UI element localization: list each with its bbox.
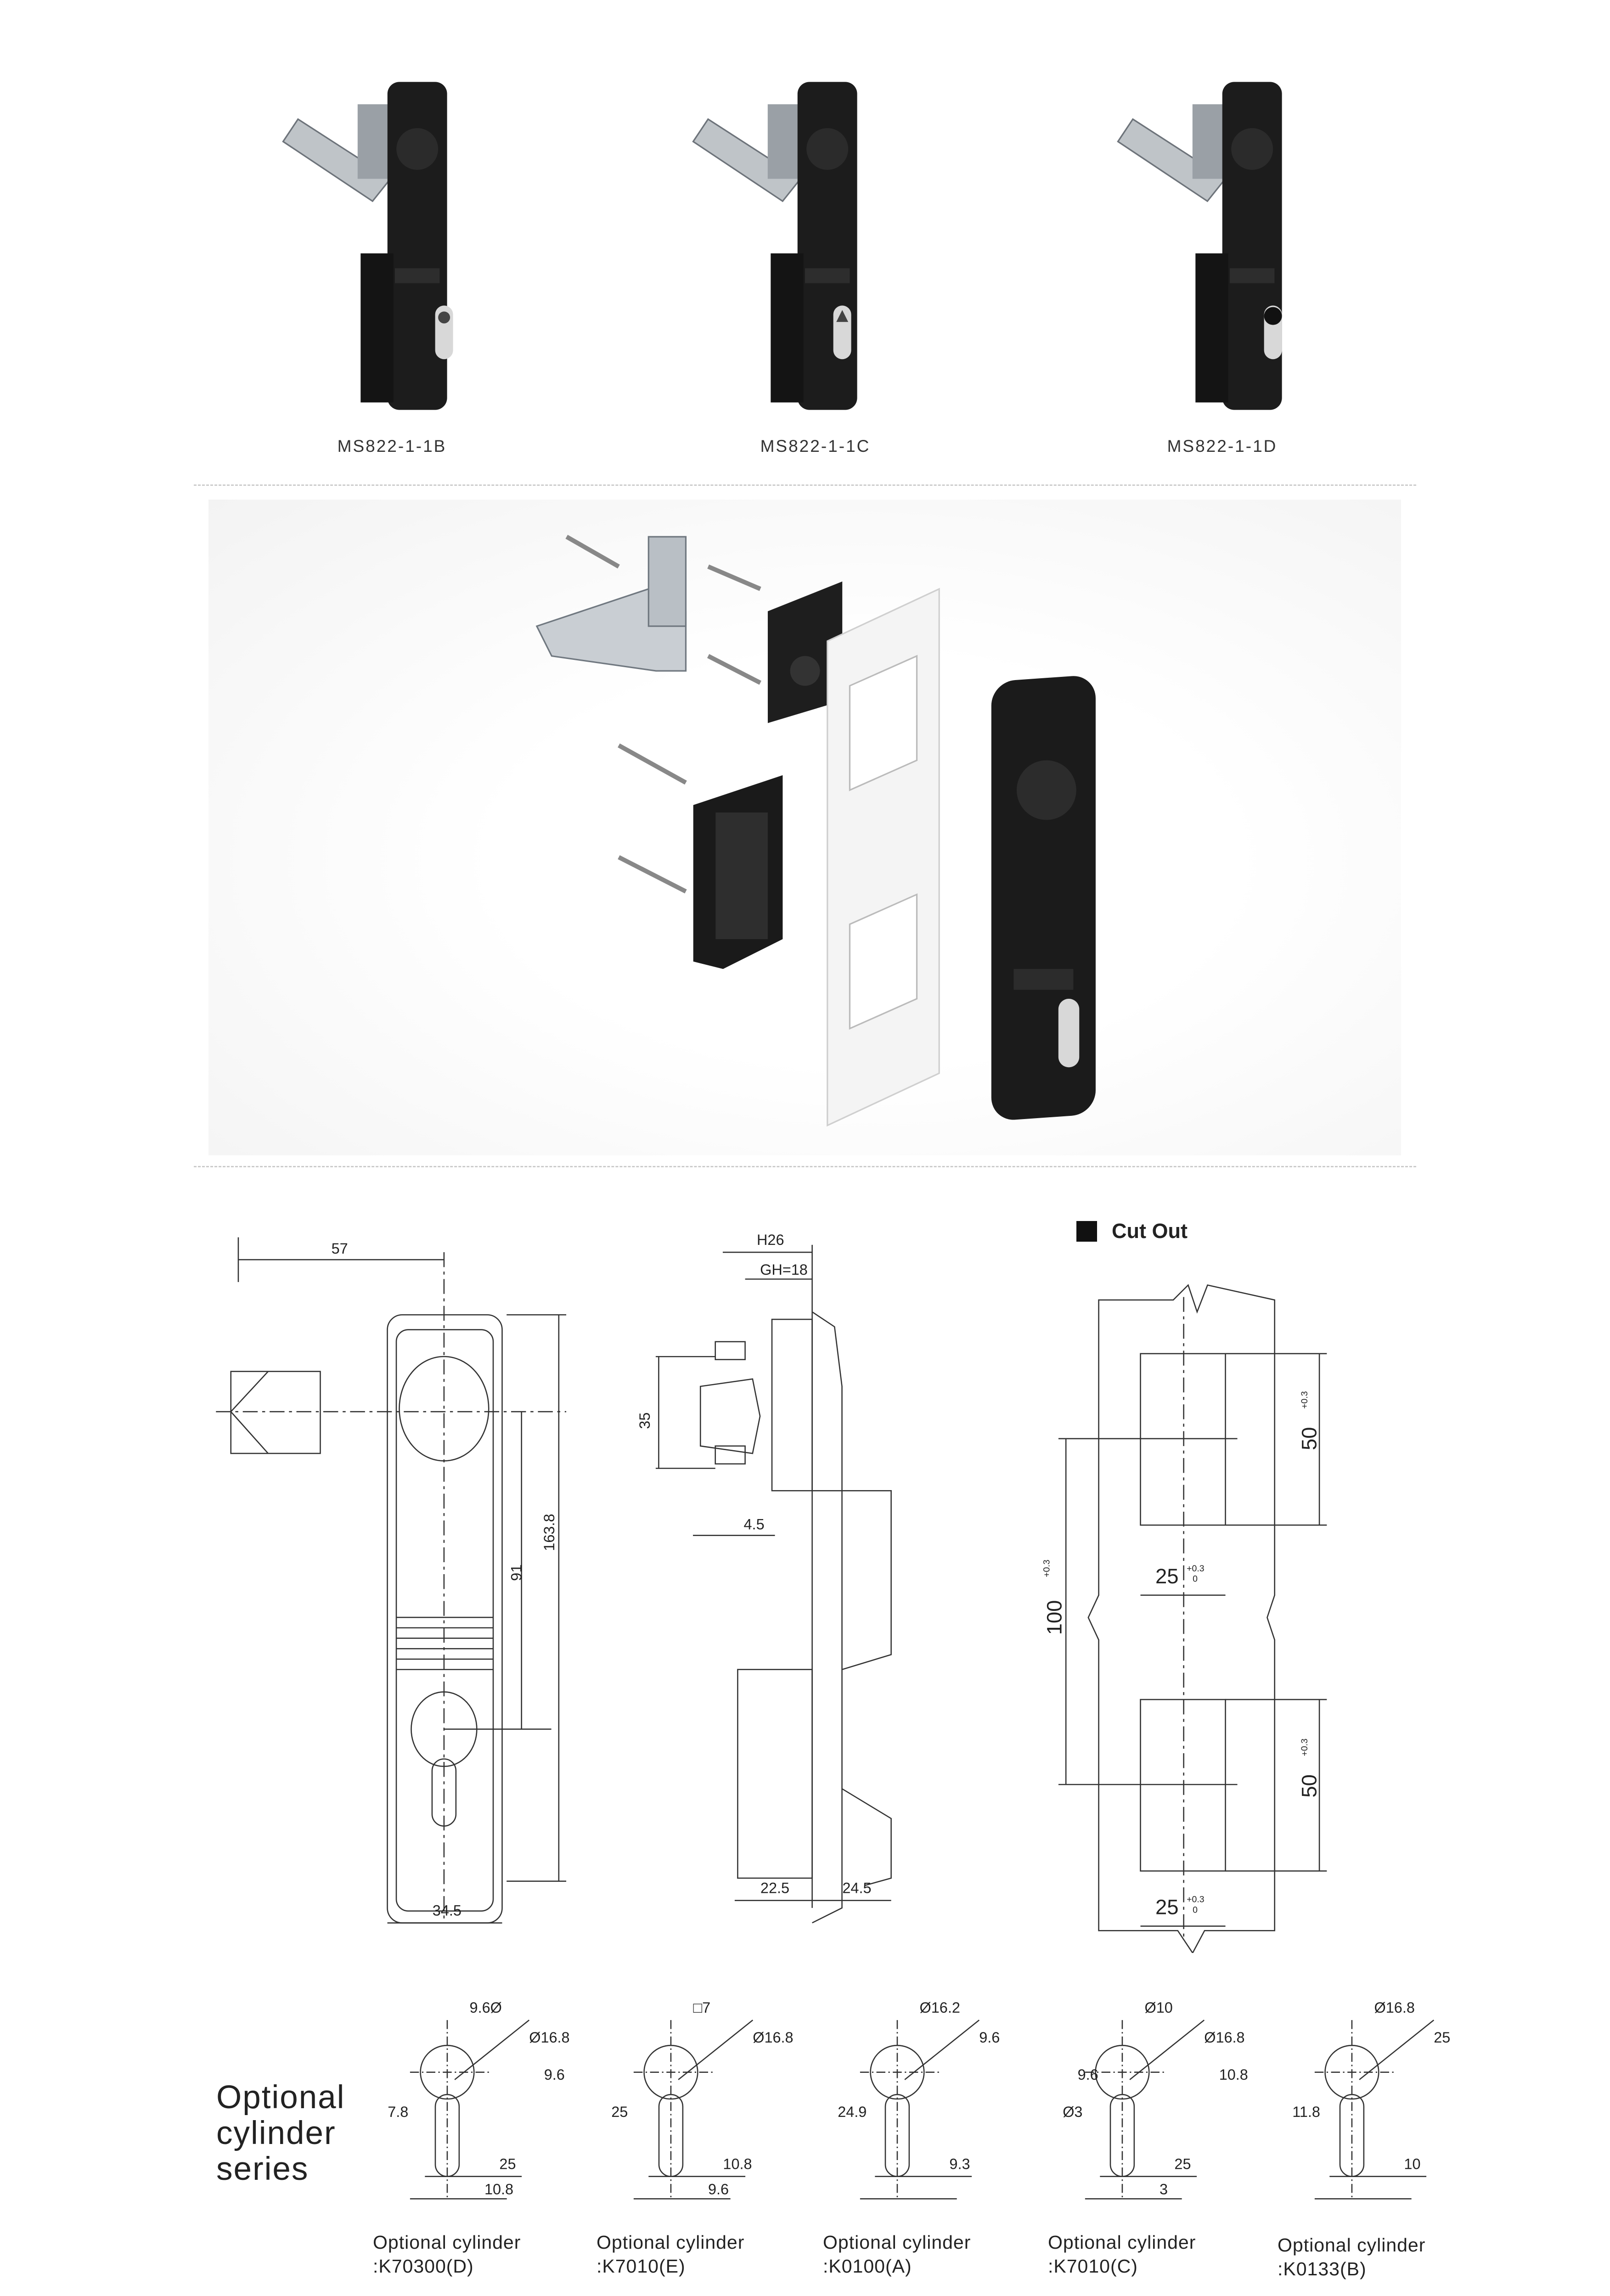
- cylinder-dimension: 10: [1404, 2155, 1420, 2172]
- cylinder-dimension: Ø16.8: [1204, 2029, 1244, 2046]
- cylinder-dimension: 10.8: [1219, 2066, 1248, 2083]
- cylinder-label-line1: Optional cylinder: [1048, 2232, 1196, 2253]
- section-divider: [194, 1166, 1416, 1167]
- square-bullet-icon: [1076, 1221, 1097, 1242]
- cylinder-dimension: 25: [499, 2155, 516, 2172]
- cylinder-model-code: :K7010(E): [597, 2256, 686, 2277]
- product-model-label: MS822-1-1B: [337, 437, 447, 456]
- cylinder-label: Optional cylinder :K70300(D): [373, 2230, 521, 2278]
- cylinder-label: Optional cylinder:K0133(B): [1278, 2233, 1425, 2281]
- section-divider: [194, 484, 1416, 486]
- cylinder-dimension: 7.8: [388, 2104, 408, 2120]
- dim-depth-back: 22.5: [760, 1880, 789, 1896]
- cutout-title: Cut Out: [1076, 1219, 1188, 1243]
- cylinder-label-line1: Optional cylinder: [823, 2232, 971, 2253]
- title-line: Optional: [216, 2079, 345, 2116]
- side-view-drawing: H26 GH=18 35 4.5 22.5 24.5: [636, 1232, 892, 1924]
- cylinder-dimension: Ø16.8: [753, 2029, 793, 2046]
- tolerance-plus: +0.3: [1300, 1739, 1310, 1756]
- cylinder-dimension: 25: [1434, 2029, 1450, 2046]
- cylinder-label-line1: Optional cylinder: [373, 2232, 521, 2253]
- latch-illustration: [1117, 82, 1282, 410]
- title-line: series: [216, 2151, 309, 2187]
- cutout-title-text: Cut Out: [1112, 1219, 1188, 1243]
- latch-illustration: [692, 82, 857, 410]
- cylinder-label-line1: Optional cylinder: [1278, 2234, 1426, 2256]
- tolerance-plus: +0.3: [1041, 1559, 1052, 1577]
- gasket-block: [767, 581, 843, 723]
- cylinder-dimension: Ø16.2: [920, 1999, 960, 2016]
- cylinder-dimension: Ø3: [1063, 2104, 1082, 2120]
- dim-hole-height: 50: [1298, 1427, 1321, 1451]
- cylinder-dimension: 25: [1174, 2155, 1191, 2172]
- dim-body-width: 34.5: [433, 1902, 462, 1919]
- dim-bolt-spacing: 35: [636, 1412, 653, 1429]
- cylinder-dimension: 10.8: [723, 2155, 752, 2172]
- tolerance-plus: +0.3: [1187, 1564, 1204, 1574]
- dim-depth-front: 24.5: [842, 1880, 871, 1896]
- cylinder-model-code: :K70300(D): [373, 2256, 474, 2277]
- dim-total-height: 163.8: [541, 1514, 557, 1551]
- cylinder-dimension: Ø16.8: [529, 2029, 569, 2046]
- dim-h: H26: [757, 1232, 784, 1248]
- product-image-ms822-1-1b: [282, 82, 453, 410]
- cylinder-dimension: □7: [693, 1999, 711, 2016]
- cylinder-dimension: 9.6Ø: [470, 1999, 502, 2016]
- latch-illustration: [282, 82, 453, 410]
- front-view-drawing: 57 91 163.8 34.5: [216, 1237, 567, 1924]
- product-model-label: MS822-1-1D: [1167, 437, 1278, 456]
- dim-handle-width: 57: [332, 1240, 348, 1257]
- latch-body: [991, 676, 1096, 1120]
- cylinder-dimension: Ø10: [1145, 1999, 1173, 2016]
- cylinder-dimension: 9.6: [708, 2181, 729, 2198]
- cutout-drawing: 50 +0.3 50 +0.3 100 +0.3 25 +0.3 0 25 +0…: [1041, 1284, 1327, 1953]
- dim-gh: GH=18: [760, 1261, 808, 1278]
- cylinder-series-title: Optional cylinder series: [216, 2080, 345, 2187]
- cylinder-dimension: 3: [1160, 2181, 1168, 2198]
- cylinder-dimension: 9.6: [1078, 2066, 1098, 2083]
- product-model-label: MS822-1-1C: [760, 437, 871, 456]
- title-line: cylinder: [216, 2115, 336, 2151]
- cylinder-drawing: 9.6Ø Ø16.8 7.8 25 10.8 9.6: [388, 1999, 570, 2200]
- grip-ribs: [396, 1616, 493, 1671]
- dim-center-distance: 91: [508, 1564, 525, 1581]
- cylinder-dimension: 10.8: [484, 2181, 513, 2198]
- product-image-ms822-1-1c: [692, 82, 857, 410]
- tolerance-zero: 0: [1193, 1905, 1198, 1915]
- cylinder-dimension: 9.6: [544, 2066, 565, 2083]
- exploded-view-image: [535, 535, 1096, 1127]
- cylinder-model-code: :K7010(C): [1048, 2256, 1138, 2277]
- dim-hole-height: 50: [1298, 1774, 1321, 1798]
- cylinder-dimension: Ø16.8: [1374, 1999, 1415, 2016]
- tolerance-plus: +0.3: [1300, 1391, 1310, 1409]
- cylinder-model-code: :K0100(A): [823, 2256, 912, 2277]
- tolerance-plus: +0.3: [1187, 1895, 1204, 1905]
- dim-offset: 4.5: [744, 1516, 765, 1533]
- panel-plate: [827, 587, 940, 1127]
- cylinder-model-code: :K0133(B): [1278, 2258, 1367, 2279]
- screws: [565, 535, 761, 894]
- dim-hole-width: 25: [1155, 1896, 1179, 1919]
- cylinder-drawing: Ø16.8 25 11.8 10: [1292, 1999, 1450, 2200]
- cylinder-label-line1: Optional cylinder: [597, 2232, 745, 2253]
- cylinder-drawing: Ø16.2 9.6 24.9 9.3: [838, 1999, 1000, 2200]
- tolerance-zero: 0: [1193, 1574, 1198, 1584]
- product-image-ms822-1-1d: [1117, 82, 1282, 410]
- cylinder-dimension: 9.3: [949, 2155, 970, 2172]
- cylinder-dimension: 25: [611, 2104, 628, 2120]
- cylinder-label: Optional cylinder :K0100(A): [823, 2230, 971, 2278]
- cylinder-dimension: 24.9: [838, 2104, 867, 2120]
- dim-hole-width: 25: [1155, 1564, 1179, 1588]
- cylinder-label: Optional cylinder :K7010(E): [597, 2230, 744, 2278]
- cylinder-dimension: 9.6: [979, 2029, 1000, 2046]
- cylinder-label: Optional cylinder :K7010(C): [1048, 2230, 1196, 2278]
- cylinder-dimension: 11.8: [1292, 2104, 1320, 2120]
- dim-pitch: 100: [1042, 1600, 1066, 1635]
